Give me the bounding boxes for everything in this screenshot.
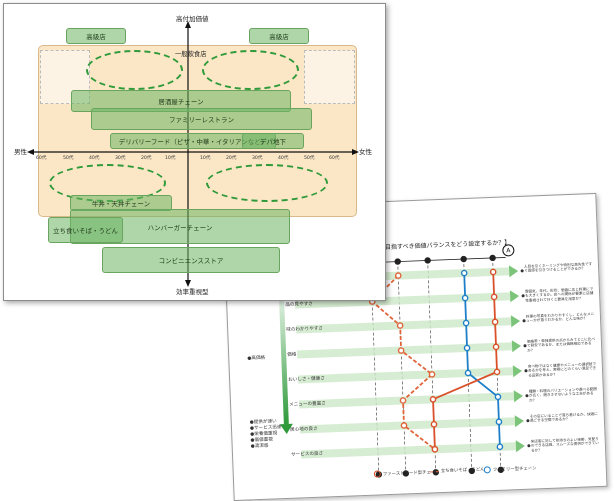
value-balance-chart: [278, 254, 531, 478]
age-tick-right: 10代: [200, 156, 211, 161]
age-tick-left: 60代: [36, 156, 47, 161]
age-tick-right: 20代: [226, 156, 237, 161]
row-description: 来店客に対して気持ちのよい接客、気配りのできる店員、スムーズな提供ができているか…: [530, 437, 599, 453]
target-oval-upper-right: [202, 50, 299, 90]
age-tick-left: 50代: [63, 156, 74, 161]
back-document-page: Sの目指すべき価値バランスをどう設定するか？】 A 人目を引くネーミングや特別な…: [222, 192, 608, 501]
left-note-item: ●清潔感: [250, 443, 269, 450]
left-note: ●高価格: [247, 355, 266, 362]
front-document-page: 高付加価値 効率重視型 男性 女性 60代 50代 40代 30代 20代 10代 10代 2…: [3, 3, 386, 301]
label-ippan: 一般飲食店: [175, 51, 207, 58]
row-description: 雰囲気、年代、形状、価値に応じ料理にでも大きくするか。店への関係が要素に店舗性重…: [524, 287, 594, 303]
box-depachika: デパ地下: [242, 133, 304, 149]
box-kokyu-right: 高級店: [249, 28, 309, 44]
row-label: 居心地の良さ: [290, 426, 318, 433]
axis-top-label: 高付加価値: [176, 15, 209, 23]
box-conveni: コンビニエンスストア: [102, 247, 280, 273]
row-description: 食べ物ではなく健康やメニューの選択肢であるかを考え、実際にどのくらい満足できる品…: [527, 362, 597, 378]
target-oval-upper-left: [86, 50, 183, 90]
legend-fastfood-marker: [373, 470, 381, 478]
region-notch-right: [304, 50, 355, 104]
age-tick-left: 40代: [89, 156, 100, 161]
axis-left-label: 男性: [14, 148, 27, 156]
legend-family-label: ファミリー型チェーン: [492, 465, 537, 473]
age-tick-left: 20代: [141, 156, 152, 161]
target-oval-lower-right: [206, 164, 328, 202]
row-label: 価格: [287, 352, 297, 358]
row-label: 品の見やすさ: [285, 301, 313, 308]
age-tick-right: 40代: [278, 156, 289, 161]
age-tick-right: 60代: [329, 156, 340, 161]
row-description: 価格帯・単独提供の点からみてどこに比べて割安であるか、または価格相応であるか？: [526, 337, 596, 353]
box-tachigui: 立ち食いそば・うどん: [48, 217, 123, 243]
age-tick-left: 30代: [115, 156, 126, 161]
age-tick-right: 50代: [304, 156, 315, 161]
row-label: サービスの良さ: [290, 451, 324, 458]
row-description: 種類・料理のバリエーションや選べる範囲が広く、飽きさせないような工夫があるか？: [528, 387, 598, 403]
legend-family-marker: [483, 466, 491, 474]
axis-bottom-label: 効率重視型: [176, 288, 209, 296]
age-tick-left: 10代: [165, 156, 176, 161]
legend-tachigui-marker: [429, 470, 439, 473]
axis-right-label: 女性: [359, 148, 372, 156]
box-family: ファミリーレストラン: [91, 108, 312, 130]
age-tick-right: 30代: [252, 156, 263, 161]
box-kokyu-left: 高級店: [66, 28, 126, 44]
